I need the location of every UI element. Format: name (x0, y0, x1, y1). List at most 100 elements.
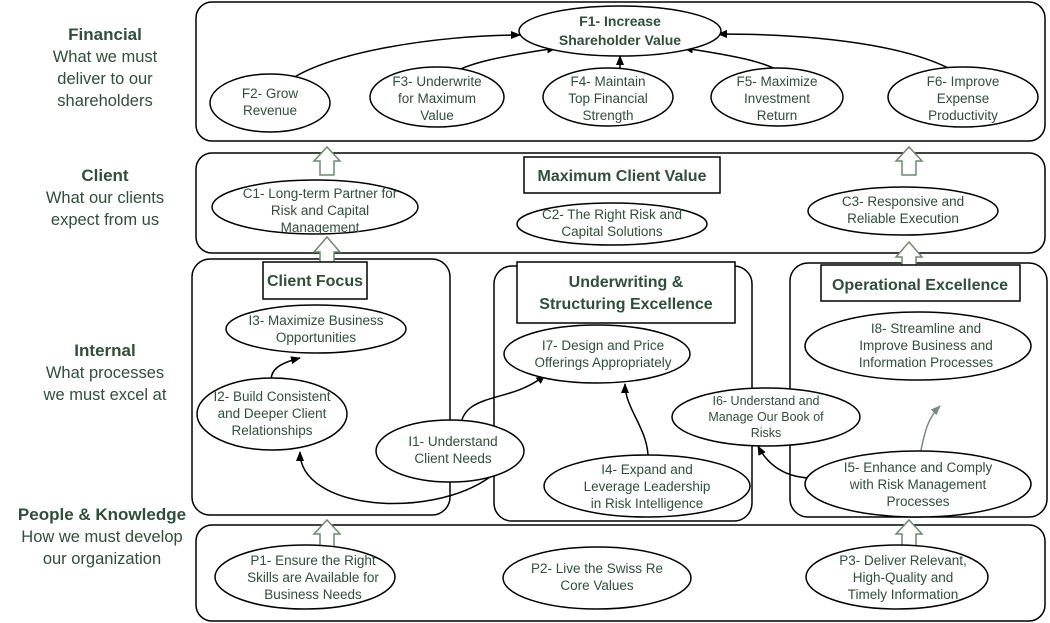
theme-underwriting-excellence: Underwriting & Structuring Excellence (516, 261, 736, 324)
node-label: Processes (886, 494, 949, 509)
arrow-i5-to-i8 (919, 405, 941, 456)
perspective-description: our organization (42, 550, 162, 568)
panel-client (195, 152, 1046, 254)
node-label: Timely Information (848, 587, 959, 602)
node-label: F6- Improve (927, 74, 1000, 89)
node-f6-improve-expense-productivity: F6- Improve Expense Productivity (887, 66, 1039, 128)
node-label: Investment (744, 91, 810, 106)
node-label: Leverage Leadership (584, 479, 711, 494)
node-label: Revenue (243, 103, 297, 118)
perspective-description: deliver to our (57, 70, 153, 88)
node-label: I8- Streamline and (871, 321, 981, 336)
panel-people (195, 524, 1046, 622)
arrow-i4-to-i7 (621, 383, 649, 463)
node-label: Opportunities (276, 330, 357, 345)
theme-operational-excellence: Operational Excellence (820, 264, 1021, 302)
arrow-i5-to-i6 (757, 445, 811, 479)
node-label: and Deeper Client (218, 406, 327, 421)
node-label: P1- Ensure the Right (250, 553, 376, 568)
node-label: I5- Enhance and Comply (844, 460, 993, 475)
node-f2-grow-revenue: F2- Grow Revenue (209, 73, 331, 133)
node-label: Improve Business and (859, 338, 993, 353)
node-c3-responsive-reliable-execution: C3- Responsive and Reliable Execution (807, 186, 999, 236)
arrow-i1-to-i2 (296, 451, 491, 505)
node-label: I4- Expand and (601, 462, 693, 477)
perspective-description: What processes (45, 364, 165, 382)
node-label: Management (281, 220, 360, 235)
perspective-title: People & Knowledge (17, 505, 187, 524)
node-label: Information Processes (859, 355, 994, 370)
node-label: P2- Live the Swiss Re (531, 561, 663, 576)
node-label: Risks (751, 426, 782, 440)
node-label: Value (420, 108, 454, 123)
node-f4-maintain-top-financial-strength: F4- Maintain Top Financial Strength (542, 67, 674, 127)
node-label: Skills are Available for (247, 570, 379, 585)
node-label: for Maximum (398, 91, 476, 106)
perspective-description: What our clients (45, 189, 165, 207)
node-i1-understand-client-needs: I1- Understand Client Needs (375, 419, 525, 483)
node-label: Strength (582, 108, 633, 123)
node-i7-design-price-offerings: I7- Design and Price Offerings Appropria… (503, 324, 691, 384)
arrow-f2-to-f1 (281, 31, 521, 87)
perspective-title: Client (81, 166, 129, 185)
node-p3-deliver-relevant-information: P3- Deliver Relevant, High-Quality and T… (805, 544, 989, 610)
block-arrow-c1-to-f (312, 145, 342, 176)
node-c1-long-term-partner: C1- Long-term Partner for Risk and Capit… (211, 179, 419, 235)
node-f5-maximize-investment-return: F5- Maximize Investment Return (710, 67, 844, 127)
node-label: F2- Grow (242, 86, 299, 101)
node-label: in Risk Intelligence (591, 496, 704, 511)
node-label: with Risk Management (849, 477, 987, 492)
node-i5-enhance-comply-risk-management: I5- Enhance and Comply with Risk Managem… (804, 450, 1032, 518)
node-label: I6- Understand and (712, 394, 819, 408)
block-arrow-c3-to-f (894, 145, 924, 176)
node-label: Expense (937, 91, 990, 106)
node-label: F4- Maintain (570, 74, 645, 89)
node-label: High-Quality and (853, 570, 954, 585)
node-i8-streamline-improve-processes: I8- Streamline and Improve Business and … (804, 311, 1032, 381)
perspective-description: expect from us (50, 211, 160, 229)
node-f1-increase-shareholder-value: F1- Increase Shareholder Value (518, 5, 722, 57)
perspective-description: How we must develop (21, 528, 183, 546)
theme-label: Maximum Client Value (538, 168, 707, 185)
block-arrow-p3-to-i (894, 518, 924, 549)
node-label: C1- Long-term Partner for (243, 186, 398, 201)
node-label: P3- Deliver Relevant, (839, 553, 967, 568)
theme-label: Structuring Excellence (539, 296, 712, 313)
node-label: F3- Underwrite (392, 74, 481, 89)
block-arrow-p1-to-i (312, 518, 342, 549)
node-label: Core Values (560, 578, 634, 593)
node-label: Relationships (231, 423, 312, 438)
node-label: F5- Maximize (736, 74, 817, 89)
perspective-title: Internal (74, 341, 136, 360)
node-label: Client Needs (414, 451, 492, 466)
node-f3-underwrite-for-maximum-value: F3- Underwrite for Maximum Value (369, 66, 505, 128)
node-i6-understand-manage-book-of-risks: I6- Understand and Manage Our Book of Ri… (671, 387, 861, 447)
node-label: I1- Understand (408, 434, 497, 449)
perspective-internal: Internal What processes we must excel at (30, 340, 180, 406)
node-c2-right-risk-capital-solutions: C2- The Right Risk and Capital Solutions (516, 202, 708, 246)
node-label: Shareholder Value (559, 32, 681, 48)
theme-label: Operational Excellence (832, 277, 1008, 294)
node-label: C2- The Right Risk and (542, 207, 682, 222)
theme-maximum-client-value: Maximum Client Value (523, 156, 721, 194)
node-label: Productivity (928, 108, 998, 123)
node-label: Return (757, 108, 798, 123)
node-i4-expand-leverage-leadership: I4- Expand and Leverage Leadership in Ri… (543, 454, 751, 518)
theme-label: Client Focus (267, 273, 363, 290)
node-label: I3- Maximize Business (248, 313, 383, 328)
node-p1-ensure-right-skills: P1- Ensure the Right Skills are Availabl… (214, 544, 396, 610)
perspective-title: Financial (68, 25, 142, 44)
node-label: Capital Solutions (561, 224, 663, 239)
perspective-description: What we must (52, 48, 158, 66)
node-label: Manage Our Book of (708, 410, 824, 424)
node-label: Risk and Capital (271, 203, 369, 218)
node-label: I7- Design and Price (542, 338, 664, 353)
node-label: Business Needs (264, 587, 362, 602)
node-label: C3- Responsive and (842, 194, 964, 209)
node-label: Offerings Appropriately (534, 355, 671, 370)
perspective-financial: Financial What we must deliver to our sh… (30, 24, 180, 112)
perspective-people: People & Knowledge How we must develop o… (2, 504, 202, 570)
node-p2-live-swiss-re-core-values: P2- Live the Swiss Re Core Values (502, 546, 692, 610)
node-i3-maximize-business-opportunities: I3- Maximize Business Opportunities (225, 304, 407, 354)
